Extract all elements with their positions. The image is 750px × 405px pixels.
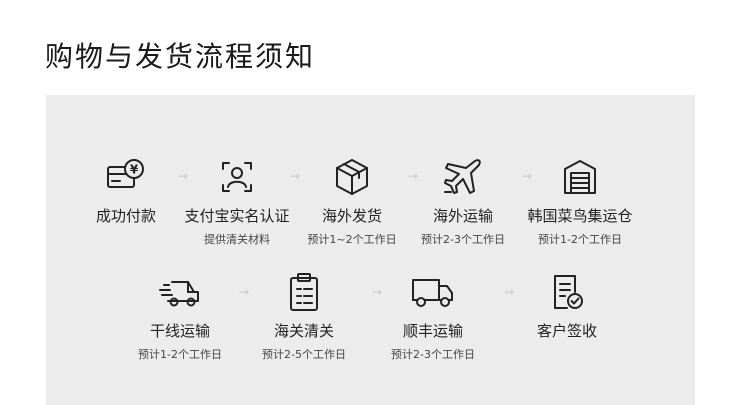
step-duration: 预计1-2个工作日 <box>538 233 622 246</box>
page-title: 购物与发货流程须知 <box>45 40 316 73</box>
arrow-icon: → <box>521 169 533 183</box>
arrow-icon: → <box>503 285 515 299</box>
step-alipay-verification: 支付宝实名认证 提供清关材料 <box>177 155 297 247</box>
step-duration: 提供清关材料 <box>204 233 270 246</box>
step-label: 干线运输 <box>149 322 210 340</box>
warehouse-icon <box>564 160 596 194</box>
process-panel <box>46 95 695 405</box>
step-label: 海外运输 <box>432 207 493 225</box>
arrow-icon: → <box>238 285 250 299</box>
airplane-icon <box>444 159 481 194</box>
step-overseas-shipping: 海外发货 预计1~2个工作日 <box>292 155 412 247</box>
arrow-icon: → <box>289 169 301 183</box>
face-scan-icon <box>222 162 252 192</box>
step-label: 顺丰运输 <box>402 322 463 340</box>
step-korea-cainiao-warehouse: 韩国菜鸟集运仓 预计1-2个工作日 <box>520 155 640 247</box>
step-label: 支付宝实名认证 <box>184 207 290 225</box>
step-customer-signed: 客户签收 <box>507 270 627 346</box>
step-duration: 预计2-3个工作日 <box>391 348 475 361</box>
customs-clipboard-icon <box>290 273 318 311</box>
step-label: 海外发货 <box>321 207 382 225</box>
signed-document-icon <box>554 275 583 309</box>
svg-text:¥: ¥ <box>130 163 139 177</box>
step-trunk-transport: 干线运输 预计1-2个工作日 <box>120 270 240 362</box>
step-duration: 预计2-5个工作日 <box>262 348 346 361</box>
step-duration: 预计1~2个工作日 <box>307 233 397 246</box>
arrow-icon: → <box>371 285 383 299</box>
step-duration: 预计2-3个工作日 <box>421 233 505 246</box>
step-label: 客户签收 <box>536 322 597 340</box>
step-label: 成功付款 <box>95 207 156 225</box>
credit-card-yen-icon: ¥ <box>107 159 144 188</box>
fast-delivery-truck-icon <box>159 281 199 307</box>
arrow-icon: → <box>177 169 189 183</box>
step-label: 韩国菜鸟集运仓 <box>527 207 633 225</box>
step-overseas-transport: 海外运输 预计2-3个工作日 <box>403 155 523 247</box>
step-sf-express-transport: 顺丰运输 预计2-3个工作日 <box>373 270 493 362</box>
step-duration: 预计1-2个工作日 <box>138 348 222 361</box>
step-label: 海关清关 <box>273 322 334 340</box>
step-customs-clearance: 海关清关 预计2-5个工作日 <box>244 270 364 362</box>
step-payment-success: ¥ 成功付款 <box>66 155 186 231</box>
package-icon <box>336 159 368 195</box>
arrow-icon: → <box>407 169 419 183</box>
box-truck-icon <box>412 279 453 307</box>
